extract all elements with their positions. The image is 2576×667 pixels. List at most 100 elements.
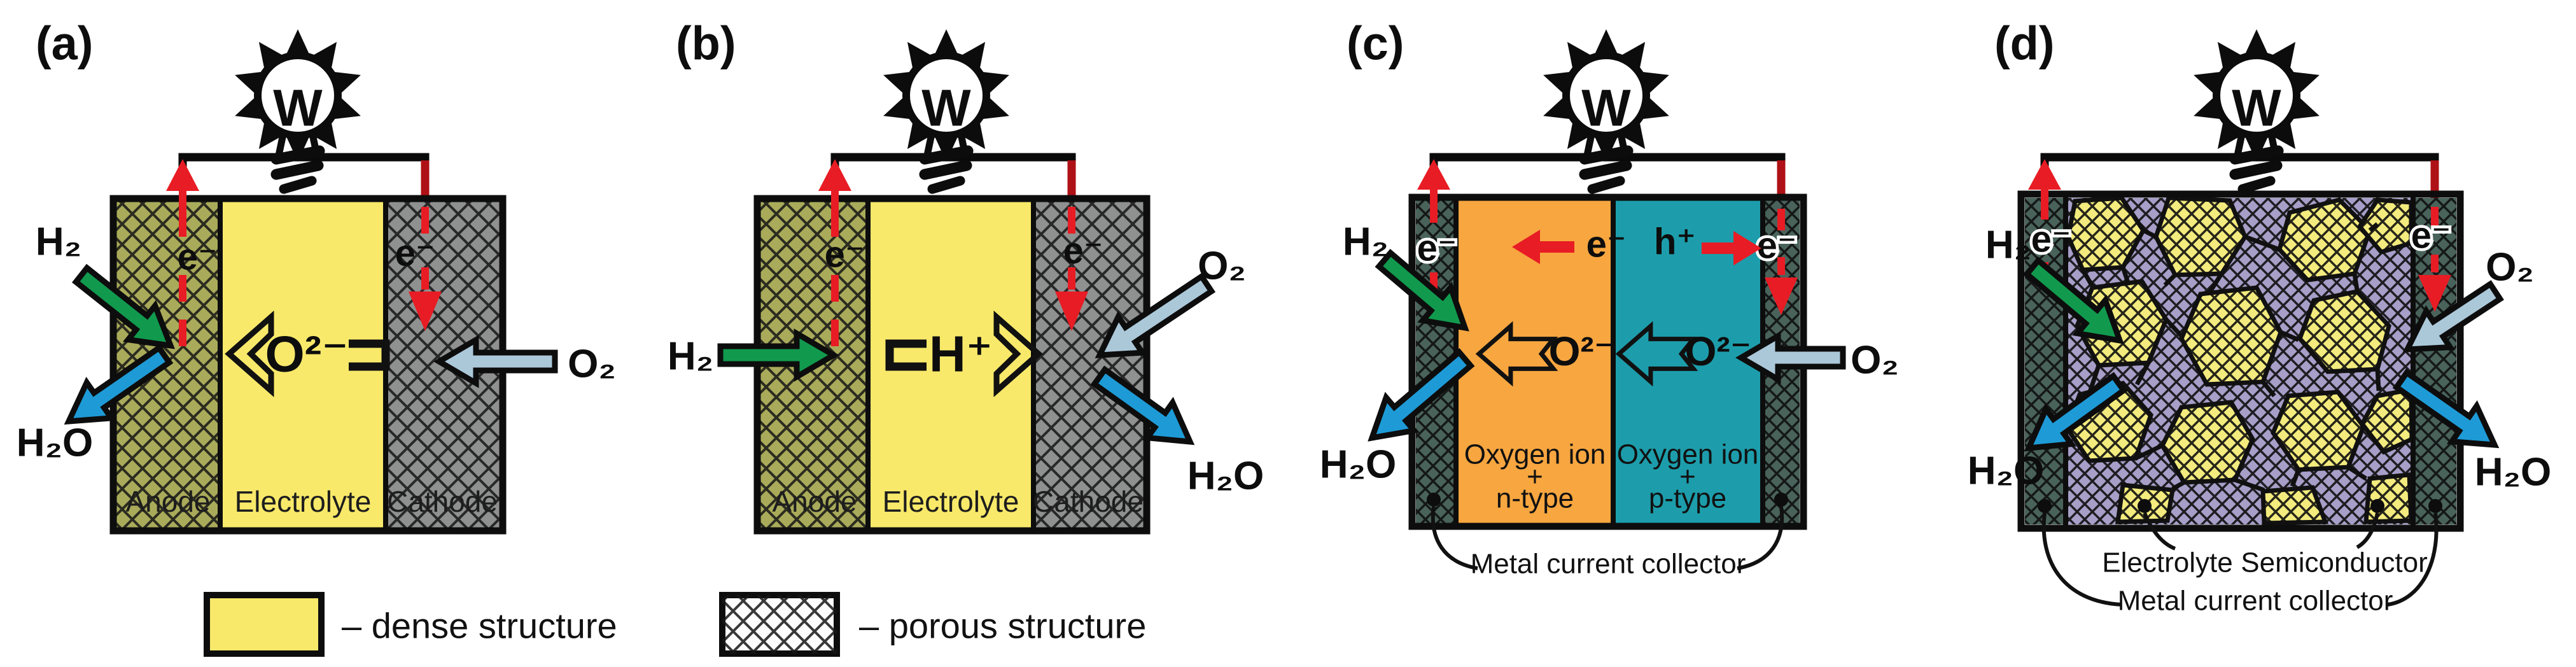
composite-porous-hatch: [2066, 198, 2413, 524]
electron-label: e⁻: [178, 237, 218, 278]
h2-inlet-arrow: [1375, 248, 1469, 332]
collector-leader-line: [1737, 506, 1784, 570]
oxygen-ion-transport: O²⁻: [229, 317, 390, 391]
ion-label: O²⁻: [1549, 328, 1616, 374]
legend: – dense structure – porous structure: [204, 592, 1146, 657]
ion-label: H⁺: [929, 326, 993, 383]
proton-transport: H⁺: [885, 317, 1039, 391]
semiconductor-marker-dot: [2370, 499, 2384, 513]
collector-hatch: [2413, 198, 2456, 524]
metal-collector-label: Metal current collector: [1471, 549, 1746, 580]
cathode-label: Cathode: [387, 485, 498, 518]
svg-text:p-type: p-type: [1649, 483, 1726, 514]
h2-label: H₂: [1343, 220, 1389, 264]
oxygen-ion-transport-ntype: O²⁻: [1479, 326, 1615, 381]
o2-label: O₂: [1851, 339, 1899, 383]
electron-label: e⁻: [1417, 228, 1457, 269]
h2o-label: H₂O: [17, 421, 94, 465]
porous-structure-swatch-hatch: [722, 595, 837, 654]
svg-text:+: +: [1679, 461, 1696, 493]
anode-label: Anode: [125, 485, 210, 518]
collector-leader-line: [2041, 512, 2122, 607]
hole-label: h⁺: [1654, 221, 1696, 263]
ion-label: O²⁻: [1685, 328, 1752, 374]
ion-arrow-tail: [885, 339, 927, 371]
collector-leader-line: [1431, 506, 1478, 570]
electron-label: e⁻: [2411, 215, 2451, 256]
panel-b: (b) e⁻ e⁻ H⁺: [668, 17, 1264, 535]
electron-label: e⁻: [1063, 230, 1103, 272]
electron-label: e⁻: [825, 234, 865, 276]
panel-a: (a) e⁻ e⁻ O²⁻: [17, 17, 616, 535]
collector-marker-dot: [1427, 493, 1441, 507]
cell-box: [2017, 190, 2464, 532]
panel-d: (d): [1968, 17, 2552, 617]
panel-a-tag: (a): [36, 17, 93, 70]
h2-label: H₂: [1985, 223, 2031, 267]
panel-d-tag: (d): [1994, 17, 2055, 70]
o2-label: O₂: [2486, 246, 2534, 290]
light-bulb-icon: [883, 29, 1009, 189]
light-bulb-icon: [2194, 29, 2320, 189]
svg-text:Oxygen ion: Oxygen ion: [1617, 439, 1759, 470]
oxygen-ion-transport-ptype: O²⁻: [1619, 326, 1751, 381]
ntype-layer-caption: Oxygen ion + n-type: [1464, 439, 1606, 514]
semiconductor-leader-line: [2356, 512, 2379, 549]
h2o-label: H₂O: [1320, 443, 1397, 487]
electrolyte-leader-line: [2143, 512, 2176, 551]
electrolyte-label: Electrolyte: [883, 485, 1019, 518]
ion-label: O²⁻: [265, 326, 348, 383]
anode-electron-arrow: [818, 159, 851, 347]
o2-label: O₂: [1198, 244, 1246, 288]
electron-label: e⁻: [395, 233, 435, 274]
electron-label: e⁻: [1586, 224, 1627, 265]
right-electron-arrow: [2418, 207, 2451, 312]
collector-marker-dot: [2038, 499, 2052, 513]
light-bulb-icon: [235, 29, 361, 189]
h2-inlet-arrow: [717, 328, 839, 382]
h2o-outlet-arrow: [64, 344, 174, 425]
h2o-label: H₂O: [1968, 449, 2045, 493]
panel-b-tag: (b): [676, 17, 736, 70]
h2o-outlet-arrow-left: [2024, 372, 2128, 452]
collector-leader-line: [2387, 512, 2439, 607]
o2-inlet-arrow: [1735, 331, 1846, 384]
anode-label: Anode: [772, 485, 857, 518]
collector-marker-dot: [1774, 493, 1788, 507]
svg-text:n-type: n-type: [1496, 483, 1574, 514]
panel-c-tag: (c): [1347, 17, 1404, 70]
h2-label: H₂: [36, 220, 81, 264]
hole-drift-arrow: h⁺: [1654, 221, 1761, 265]
h2-label: H₂: [668, 335, 713, 379]
electrolyte-label: Electrolyte: [235, 485, 372, 518]
right-electron-arrow: [1765, 209, 1798, 315]
light-bulb-icon: [1543, 29, 1669, 189]
h2o-label: H₂O: [2475, 451, 2552, 495]
porous-structure-label: – porous structure: [859, 606, 1146, 646]
electron-label: e⁻: [1757, 225, 1797, 267]
electron-drift-arrow: e⁻: [1512, 224, 1626, 265]
h2o-outlet-arrow: [1090, 365, 1195, 446]
cathode-porous-hatch: [1033, 202, 1144, 528]
metal-collector-label: Metal current collector: [2118, 586, 2393, 617]
dense-structure-label: – dense structure: [342, 606, 617, 646]
h2o-outlet-arrow: [1368, 348, 1475, 442]
semiconductor-grain-label: Semiconductor: [2241, 547, 2427, 579]
electron-label: e⁻: [2031, 219, 2071, 260]
cathode-label: Cathode: [1033, 485, 1144, 518]
o2-inlet-arrow: [1095, 272, 1216, 358]
cathode-electron-arrow: [1055, 207, 1088, 331]
h2o-outlet-arrow-right: [2392, 369, 2500, 449]
svg-text:+: +: [1527, 461, 1543, 493]
svg-text:Oxygen ion: Oxygen ion: [1464, 439, 1606, 470]
ion-arrow-tail: [349, 339, 390, 371]
anode-electron-arrow: [166, 159, 199, 347]
collector-hatch: [2025, 198, 2066, 524]
collector-marker-dot: [2428, 499, 2442, 513]
electrolyte-grain-label: Electrolyte: [2102, 547, 2232, 579]
ptype-layer-caption: Oxygen ion + p-type: [1617, 439, 1759, 514]
h2-inlet-arrow: [2022, 256, 2124, 344]
electrolyte-marker-dot: [2138, 499, 2152, 513]
